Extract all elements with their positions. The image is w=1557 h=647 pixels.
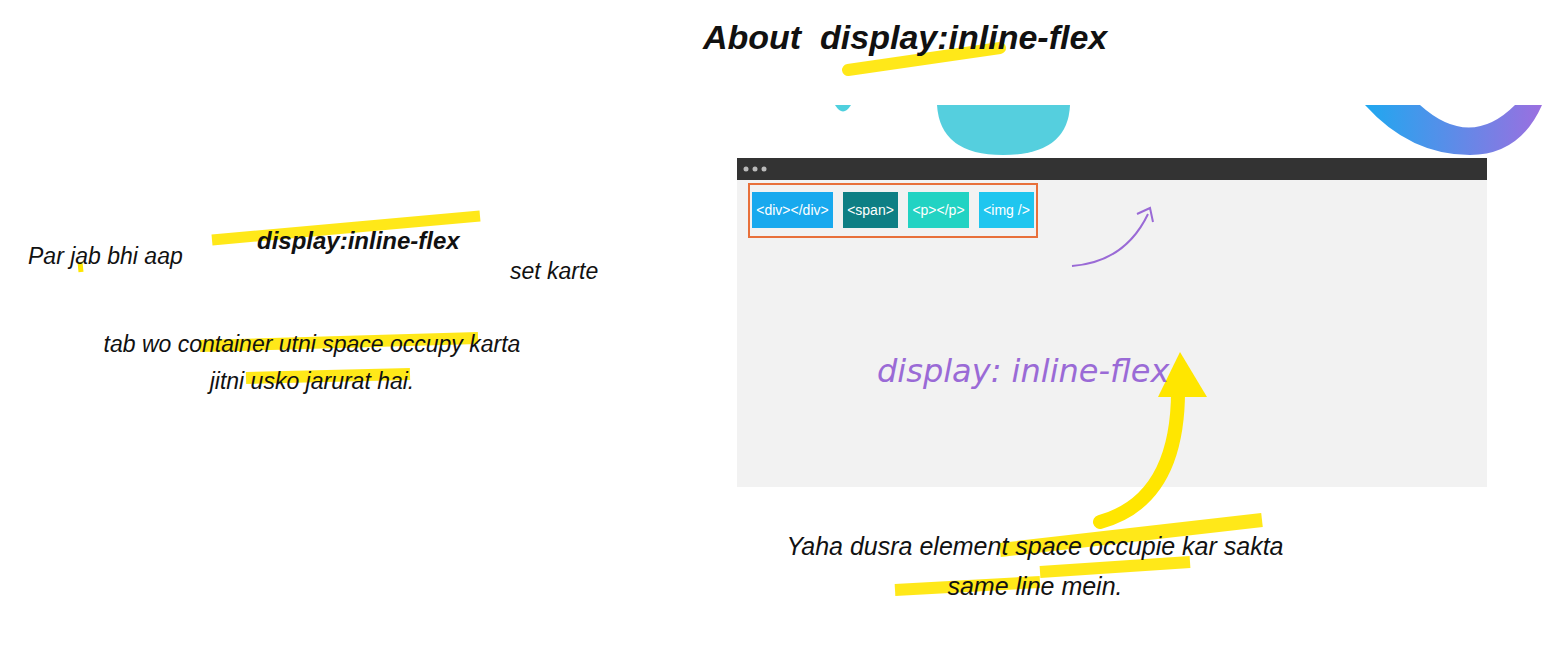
browser-body [737,180,1487,487]
window-dot [753,167,758,172]
flex-item-box: <div></div> [752,192,833,228]
note-text: set karte [510,253,598,290]
handwritten-note: display: inline-flex [877,352,1169,390]
yellow-arrow [1100,385,1178,522]
flex-item-box: <p></p> [908,192,969,228]
tag-label: <p></p> [912,202,964,218]
hand-arrow-head [1137,208,1153,222]
hand-arrow [1072,214,1148,266]
window-dot [762,167,767,172]
deco-shape [835,105,851,112]
flex-item-box: <span> [843,192,898,228]
note-text: Yaha dusra element space occupie kar sak… [755,526,1315,606]
note-text: display:inline-flex [257,222,460,260]
slide-title: About display:inline-flex [703,18,1107,57]
deco-wave [1365,105,1542,155]
tag-label: <div></div> [756,202,828,218]
note-text: tab wo container utni space occupy karta… [97,326,527,400]
browser-viewport: display: inline-flex <div></div> <span> <p>… [737,180,1487,487]
flex-item-box: <img /> [979,192,1034,228]
note-text: Par jab bhi aap [28,238,183,275]
deco-shape [937,105,1070,155]
highlight [1040,562,1190,572]
window-dot [744,167,749,172]
tag-label: <img /> [983,202,1030,218]
tag-label: <span> [847,202,894,218]
browser-bar [737,158,1487,180]
flex-container-outline [749,184,1037,237]
